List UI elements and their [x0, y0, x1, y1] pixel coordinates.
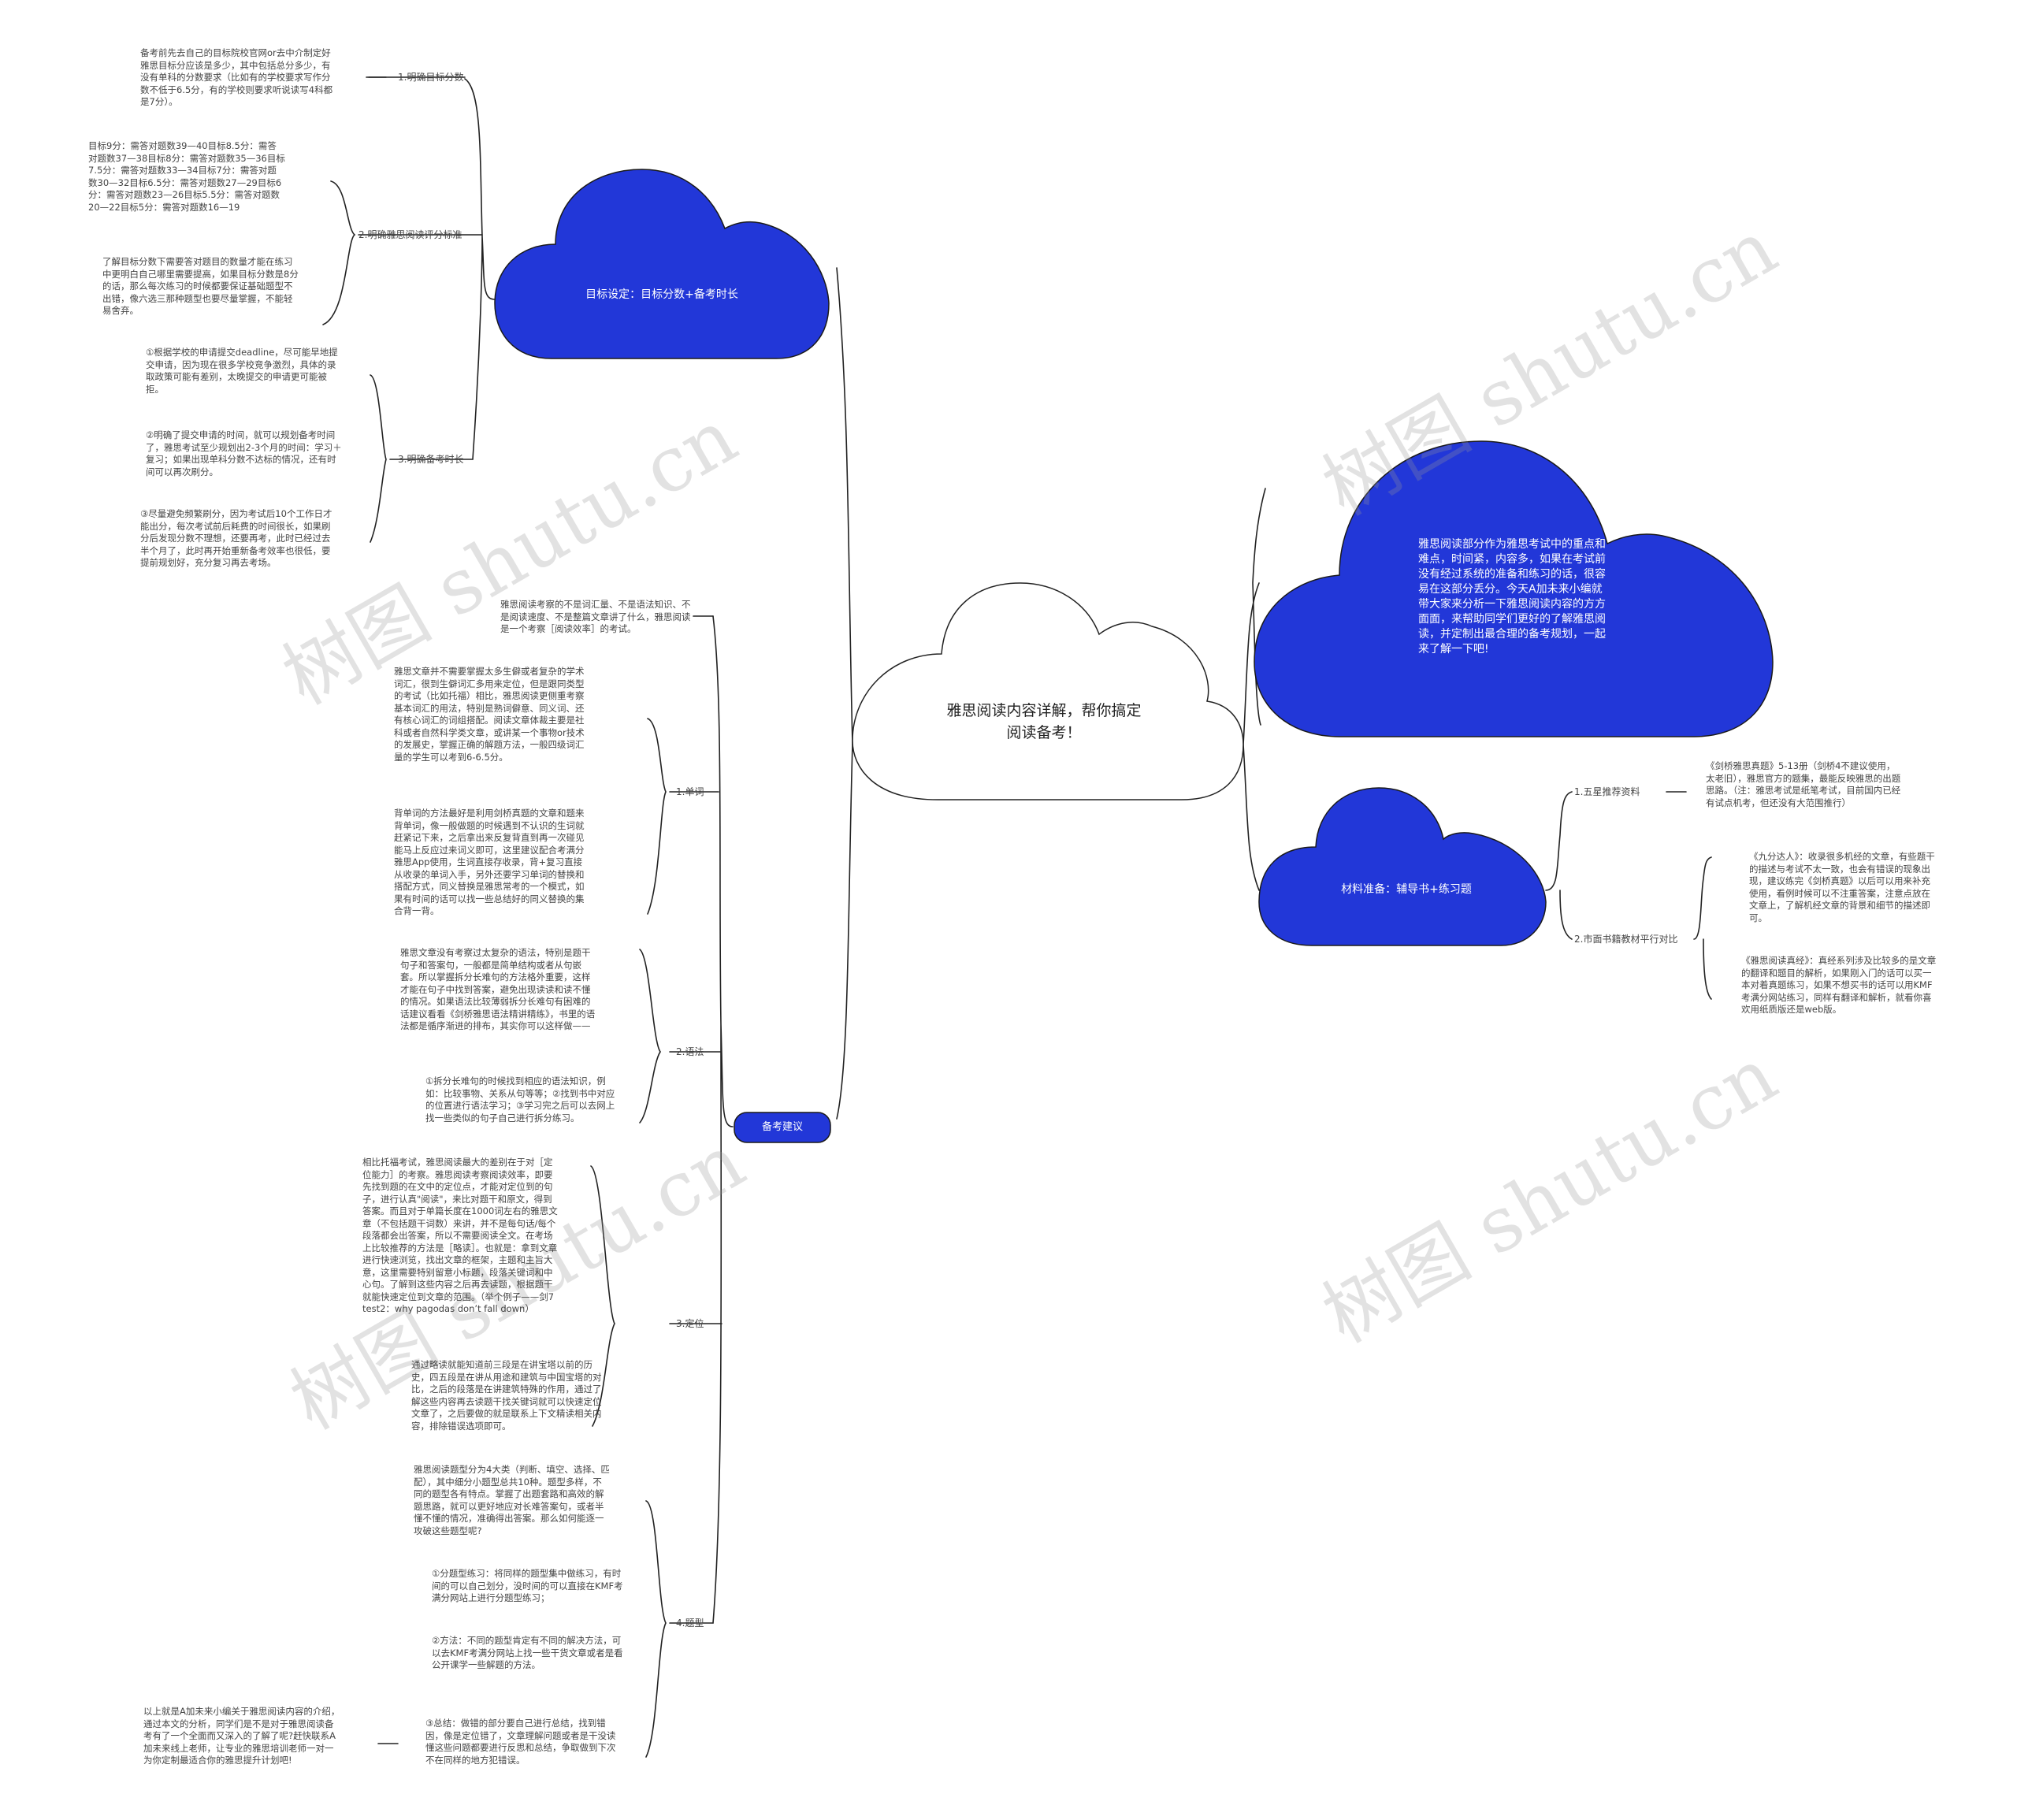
- advice-note: 雅思阅读题型分为4大类（判断、填空、选择、匹配），其中细分小题型总共10种。题型…: [414, 1464, 610, 1536]
- material-note: 《九分达人》：收录很多机经的文章，有些题干的描述与考试不太一致，也会有错误的现象…: [1749, 851, 1935, 923]
- advice-node-shape: [734, 1112, 831, 1143]
- advice-item-label[interactable]: 4.题型: [676, 1618, 704, 1629]
- advice-note: 相比托福考试，雅思阅读最大的差别在于对［定位能力］的考察。雅思阅读考察阅读效率，…: [362, 1157, 558, 1314]
- material-note: 《雅思阅读真经》：真经系列涉及比较多的是文章的翻译和题目的解析，如果刚入门的话可…: [1741, 955, 1937, 1015]
- connector-advice3-brace: [590, 1165, 615, 1427]
- connector-advice4-brace: [645, 1500, 667, 1758]
- material-note: 《剑桥雅思真题》5-13册（剑桥4不建议使用，太老旧），雅思官方的题集，最能反映…: [1706, 760, 1901, 808]
- advice-item-label[interactable]: 2.语法: [676, 1046, 704, 1057]
- connector-root-advice: [836, 744, 853, 1120]
- goal-title[interactable]: 目标设定：目标分数+备考时长: [585, 288, 738, 301]
- connector-advice2-brace: [639, 949, 661, 1124]
- goal-item-label[interactable]: 1.明确目标分数: [398, 72, 464, 83]
- connector-root-intro: [1243, 582, 1260, 745]
- material-item-label[interactable]: 1.五星推荐资料: [1574, 786, 1640, 797]
- goal-item-label[interactable]: 3.明确备考时长: [398, 454, 464, 465]
- advice-note: 通过略读就能知道前三段是在讲宝塔以前的历史，四五段是在讲从用途和建筑与中国宝塔的…: [411, 1359, 602, 1432]
- advice-note: ①拆分长难句的时候找到相应的语法知识，例如：比较事物、关系从句等等；②找到书中对…: [425, 1075, 615, 1124]
- intro-cloud-shape: [1254, 440, 1774, 737]
- connector-root-goal: [836, 267, 853, 745]
- connector-goal3-brace: [370, 374, 387, 543]
- advice-note: 雅思文章没有考察过太复杂的语法，特别是题干句子和答案句，一般都是简单结构或者从句…: [400, 947, 596, 1031]
- goal-cloud-shape: [494, 169, 830, 359]
- connector-goal-brace: [464, 78, 496, 460]
- advice-intro: 雅思阅读考察的不是词汇量、不是语法知识、不是阅读速度、不是整篇文章讲了什么，雅思…: [500, 599, 691, 634]
- goal-note: 目标9分：需答对题数39—40目标8.5分：需答对题数37—38目标8分：需答对…: [88, 140, 285, 213]
- advice-note: 背单词的方法最好是利用剑桥真题的文章和题来背单词，像一般做题的时候遇到不认识的生…: [394, 808, 585, 916]
- connector-goal2-brace: [322, 180, 356, 325]
- connector-material2-brace: [1693, 856, 1712, 1000]
- goal-item-label[interactable]: 2.明确雅思阅读评分标准: [358, 229, 462, 240]
- goal-note: ①根据学校的申请提交deadline，尽可能早地提交申请，因为现在很多学校竞争激…: [146, 347, 338, 395]
- advice-item-label[interactable]: 3.定位: [676, 1318, 704, 1329]
- goal-note: 备考前先去自己的目标院校官网or去中介制定好雅思目标分应该是多少，其中包括总分多…: [140, 47, 333, 107]
- connector-material-brace: [1545, 791, 1573, 940]
- goal-note: 了解目标分数下需要答对题目的数量才能在练习中更明白自己哪里需要提高，如果目标分数…: [102, 256, 299, 316]
- connector-advice1-brace: [647, 718, 667, 915]
- material-title[interactable]: 材料准备：辅导书+练习题: [1341, 883, 1472, 896]
- connector-root-material: [1243, 744, 1260, 891]
- advice-title[interactable]: 备考建议: [761, 1121, 803, 1133]
- material-cloud-shape: [1258, 787, 1547, 946]
- advice-note: ①分题型练习：将同样的题型集中做练习，有时间的可以自己划分，没时间的可以直接在K…: [432, 1568, 623, 1603]
- root-cloud-shape: [852, 582, 1244, 800]
- advice-note: ③总结：做错的部分要自己进行总结，找到错因，像是定位错了，文章理解问题或者是干没…: [425, 1718, 616, 1766]
- advice-item-label[interactable]: 1.单词: [676, 786, 704, 797]
- connector-advice-brace: [712, 615, 734, 1624]
- advice-note: 雅思文章并不需要掌握太多生僻或者复杂的学术词汇，很到生僻词汇多用来定位，但是跟同…: [394, 666, 585, 763]
- goal-note: ②明确了提交申请的时间，就可以规划备考时间了，雅思考试至少规划出2-3个月的时间…: [146, 429, 342, 477]
- root-title[interactable]: 雅思阅读内容详解，帮你搞定阅读备考！: [946, 702, 1142, 741]
- advice-note: ②方法：不同的题型肯定有不同的解决方法，可以去KMF考满分网站上找一些干货文章或…: [432, 1635, 623, 1670]
- intro-text: 雅思阅读部分作为雅思考试中的重点和难点，时间紧，内容多，如果在考试前没有经过系统…: [1418, 538, 1606, 656]
- goal-note: ③尽量避免频繁刷分，因为考试后10个工作日才能出分，每次考试前后耗费的时间很长，…: [140, 508, 332, 568]
- material-item-label[interactable]: 2.市面书籍教材平行对比: [1574, 934, 1678, 945]
- conclusion-note: 以上就是A加未来小编关于雅思阅读内容的介绍，通过本文的分析，同学们是不是对于雅思…: [143, 1706, 340, 1766]
